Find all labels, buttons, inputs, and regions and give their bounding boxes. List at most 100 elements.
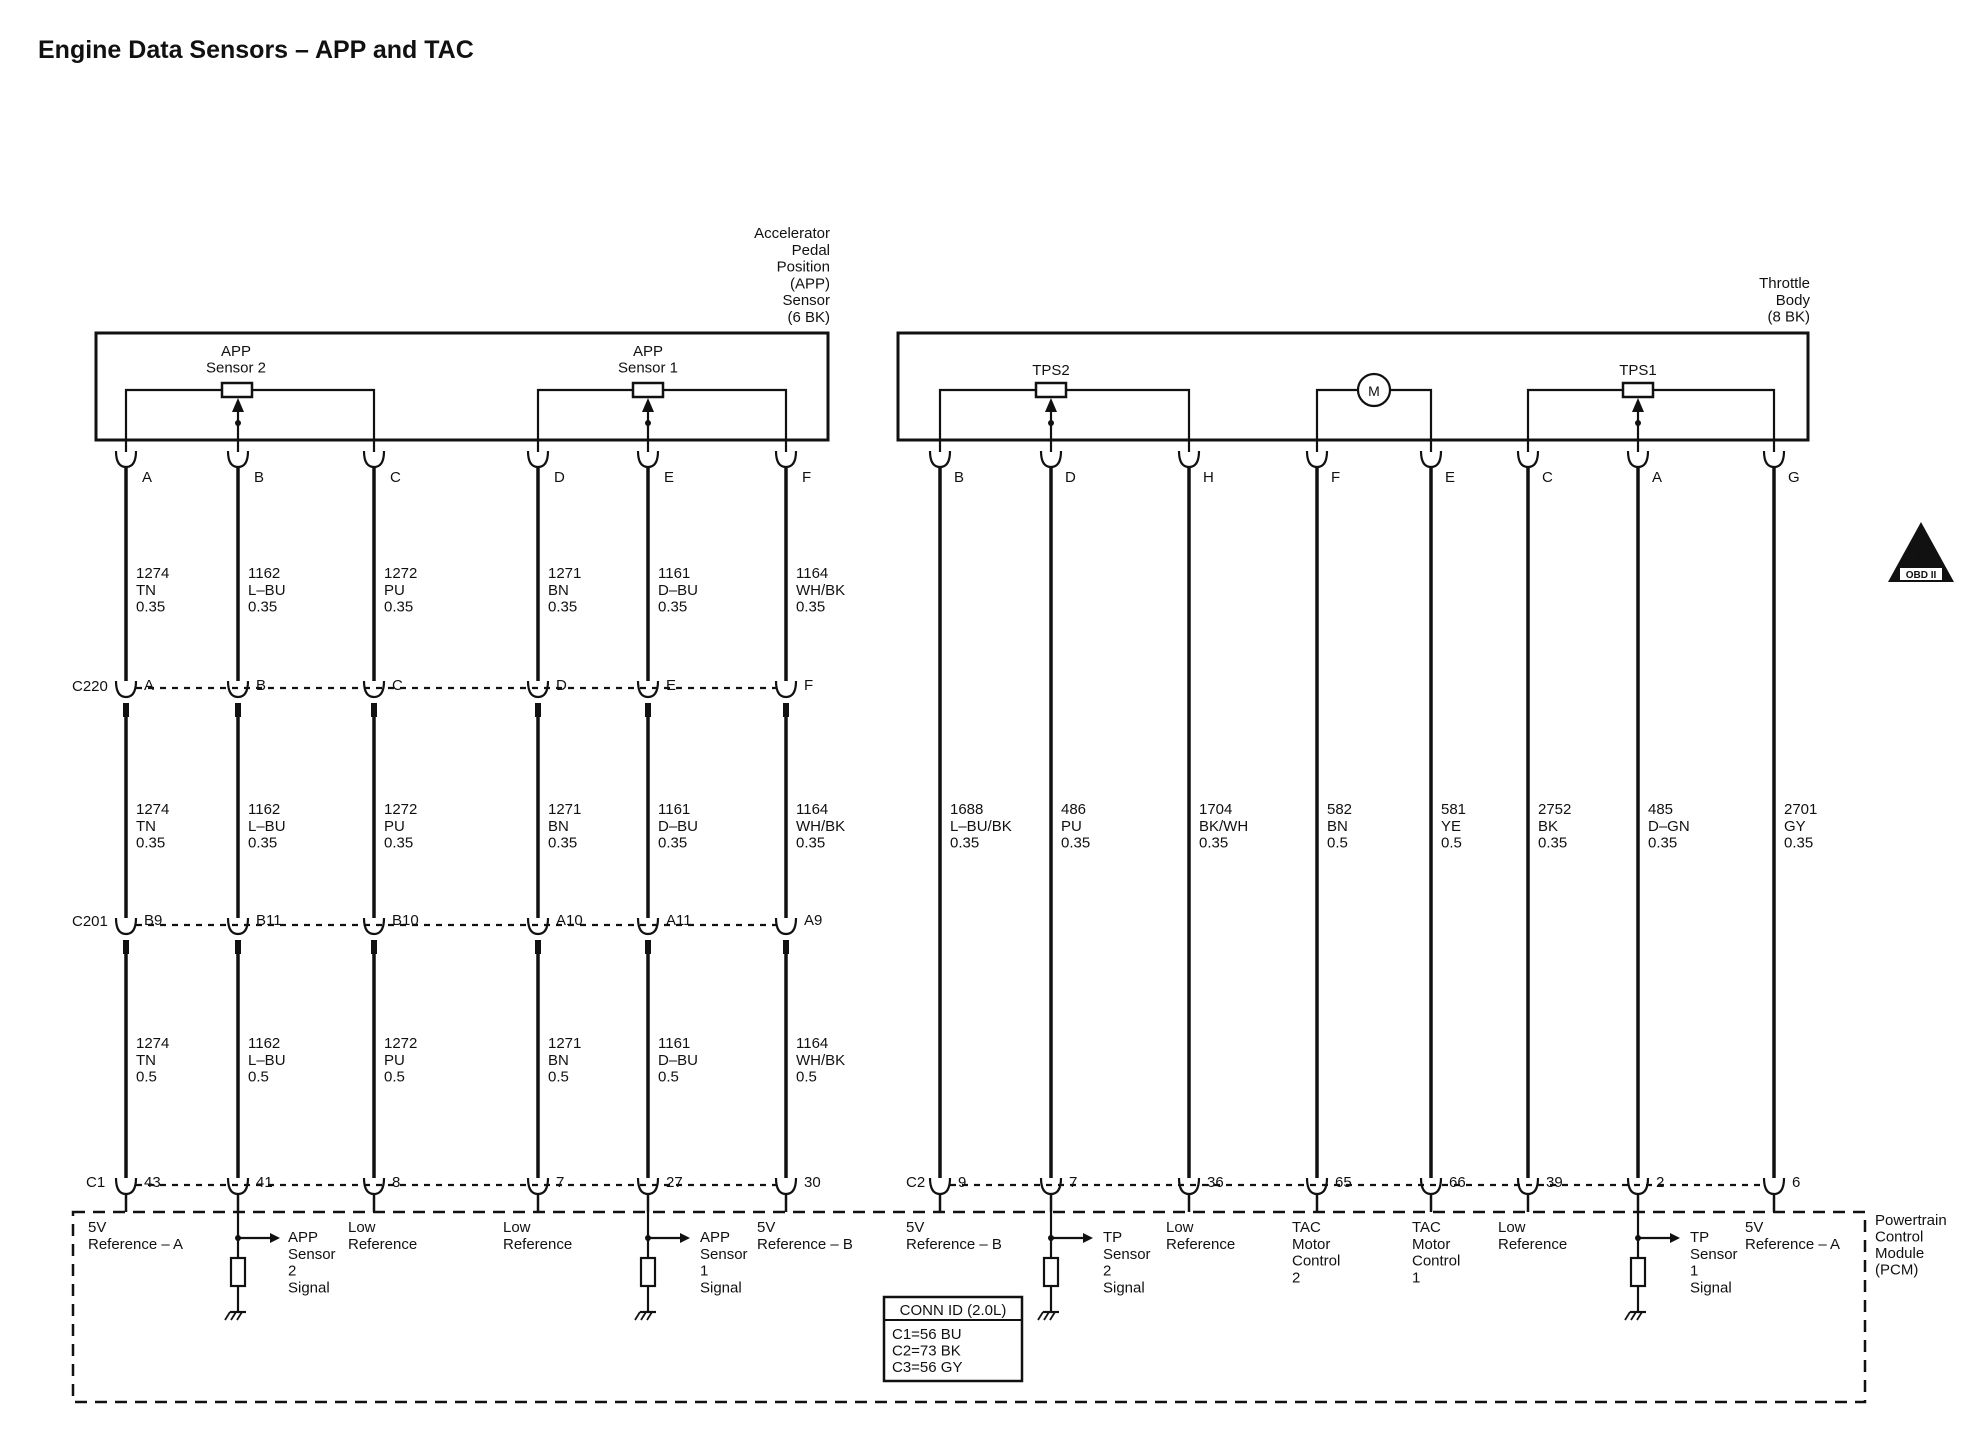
tps2-label: TPS2 <box>1032 362 1070 379</box>
wire-label: L–BU <box>248 582 286 599</box>
wire-label: 1162 <box>248 565 280 582</box>
connector-cup <box>1039 450 1063 469</box>
pin-label: A9 <box>804 912 822 929</box>
app-sensor-box <box>94 331 830 442</box>
wire-label: 0.5 <box>384 1069 405 1086</box>
pcm-function-label: Sensor <box>700 1246 748 1263</box>
pin-label: E <box>666 677 676 694</box>
tps2-node <box>1048 420 1054 426</box>
wire-label: 0.5 <box>1441 835 1462 852</box>
wire-label: 0.35 <box>1199 835 1228 852</box>
connector-cup <box>774 917 798 936</box>
wire-label: D–GN <box>1648 818 1690 835</box>
connector-cup <box>114 680 138 699</box>
wire-label: 0.5 <box>1327 835 1348 852</box>
pin-label: 36 <box>1207 1174 1224 1191</box>
pcm-function-label: 5V <box>1745 1219 1763 1236</box>
app-sensor2-node <box>235 420 241 426</box>
pcm-function-label: 1 <box>700 1263 708 1280</box>
tp1-pullup-ground <box>1636 1311 1643 1321</box>
c2-label: C2 <box>906 1174 925 1191</box>
wire-label: 0.5 <box>658 1069 679 1086</box>
pin-label: 6 <box>1792 1174 1800 1191</box>
wire-label: 486 <box>1061 801 1086 818</box>
wire-label: 1272 <box>384 1035 417 1052</box>
app-sensor-label: Position <box>777 259 830 276</box>
pcm-function-label: APP <box>288 1229 318 1246</box>
wire-label: BN <box>548 582 569 599</box>
app-sensor2-label: APP <box>221 343 251 360</box>
wire-label: 0.35 <box>796 599 825 616</box>
tp2-pullup-ground <box>1037 1311 1044 1321</box>
app1-pullup-ground <box>634 1311 641 1321</box>
pcm-function-label: 1 <box>1690 1263 1698 1280</box>
tp2-pullup-arrow <box>1083 1233 1093 1243</box>
app1-pullup-ground <box>640 1311 647 1321</box>
pcm-function-label: Signal <box>1103 1279 1145 1296</box>
wire-label: 0.35 <box>658 835 687 852</box>
wire-label: 2701 <box>1784 801 1817 818</box>
wire-label: GY <box>1784 818 1806 835</box>
connector-pin <box>645 940 651 954</box>
wire-label: 1704 <box>1199 801 1232 818</box>
app1-pullup-ground <box>646 1311 653 1321</box>
pin-label: A11 <box>666 912 692 929</box>
wire-label: 0.35 <box>658 599 687 616</box>
wire-label: 0.5 <box>136 1069 157 1086</box>
wire-label: 0.35 <box>384 835 413 852</box>
pcm-function-label: Reference – A <box>1745 1236 1840 1253</box>
wire-label: 0.35 <box>548 835 577 852</box>
app-sensor-label: (6 BK) <box>787 309 830 326</box>
wire-label: L–BU/BK <box>950 818 1012 835</box>
pin-label: E <box>1445 469 1455 486</box>
wire-label: TN <box>136 818 156 835</box>
wire-label: 1274 <box>136 801 169 818</box>
connector-pin <box>535 703 541 717</box>
tps1-label: TPS1 <box>1619 362 1657 379</box>
wire-label: 0.35 <box>1538 835 1567 852</box>
pin-label: 8 <box>392 1174 400 1191</box>
pcm-function-label: Motor <box>1292 1236 1330 1253</box>
pcm-box <box>71 1210 1867 1404</box>
tps1-node <box>1635 420 1641 426</box>
c201-label: C201 <box>72 913 108 930</box>
wire-label: 581 <box>1441 801 1466 818</box>
connector-cup <box>774 1177 798 1196</box>
obd-badge-roman: II <box>1916 548 1926 568</box>
wire-label: 1271 <box>548 1035 581 1052</box>
pcm-function-label: Signal <box>1690 1279 1732 1296</box>
wire-label: TN <box>136 1052 156 1069</box>
tp2-pullup-resistor <box>1042 1256 1060 1288</box>
connector-cup <box>774 450 798 469</box>
wire-label: 0.35 <box>136 835 165 852</box>
app-sensor1-wiper <box>642 398 654 412</box>
pcm-function-label: TP <box>1103 1229 1122 1246</box>
pin-label: B11 <box>256 912 282 929</box>
pin-label: 65 <box>1335 1174 1352 1191</box>
pin-label: 7 <box>556 1174 564 1191</box>
connector-cup <box>1626 450 1650 469</box>
connector-cup <box>114 450 138 469</box>
wire-label: 1161 <box>658 801 690 818</box>
pin-label: A <box>144 677 154 694</box>
pcm-label: Module <box>1875 1245 1924 1262</box>
connector-cup <box>774 680 798 699</box>
wire-label: 1271 <box>548 565 581 582</box>
wire-label: 0.35 <box>1061 835 1090 852</box>
wire-label: 1161 <box>658 1035 690 1052</box>
pcm-function-label: TAC <box>1292 1219 1321 1236</box>
wire-label: 1162 <box>248 1035 280 1052</box>
app-sensor1-resistor <box>631 381 665 399</box>
pcm-function-label: APP <box>700 1229 730 1246</box>
pcm-function-label: Reference <box>503 1236 572 1253</box>
pcm-function-label: Control <box>1412 1253 1460 1270</box>
wire-label: D–BU <box>658 582 698 599</box>
connector-cup <box>636 450 660 469</box>
pin-label: 43 <box>144 1174 161 1191</box>
connector-cup <box>114 1177 138 1196</box>
wire-label: 0.5 <box>548 1069 569 1086</box>
connector-pin <box>535 940 541 954</box>
wire-label: L–BU <box>248 818 286 835</box>
connector-cup <box>1762 1177 1786 1196</box>
